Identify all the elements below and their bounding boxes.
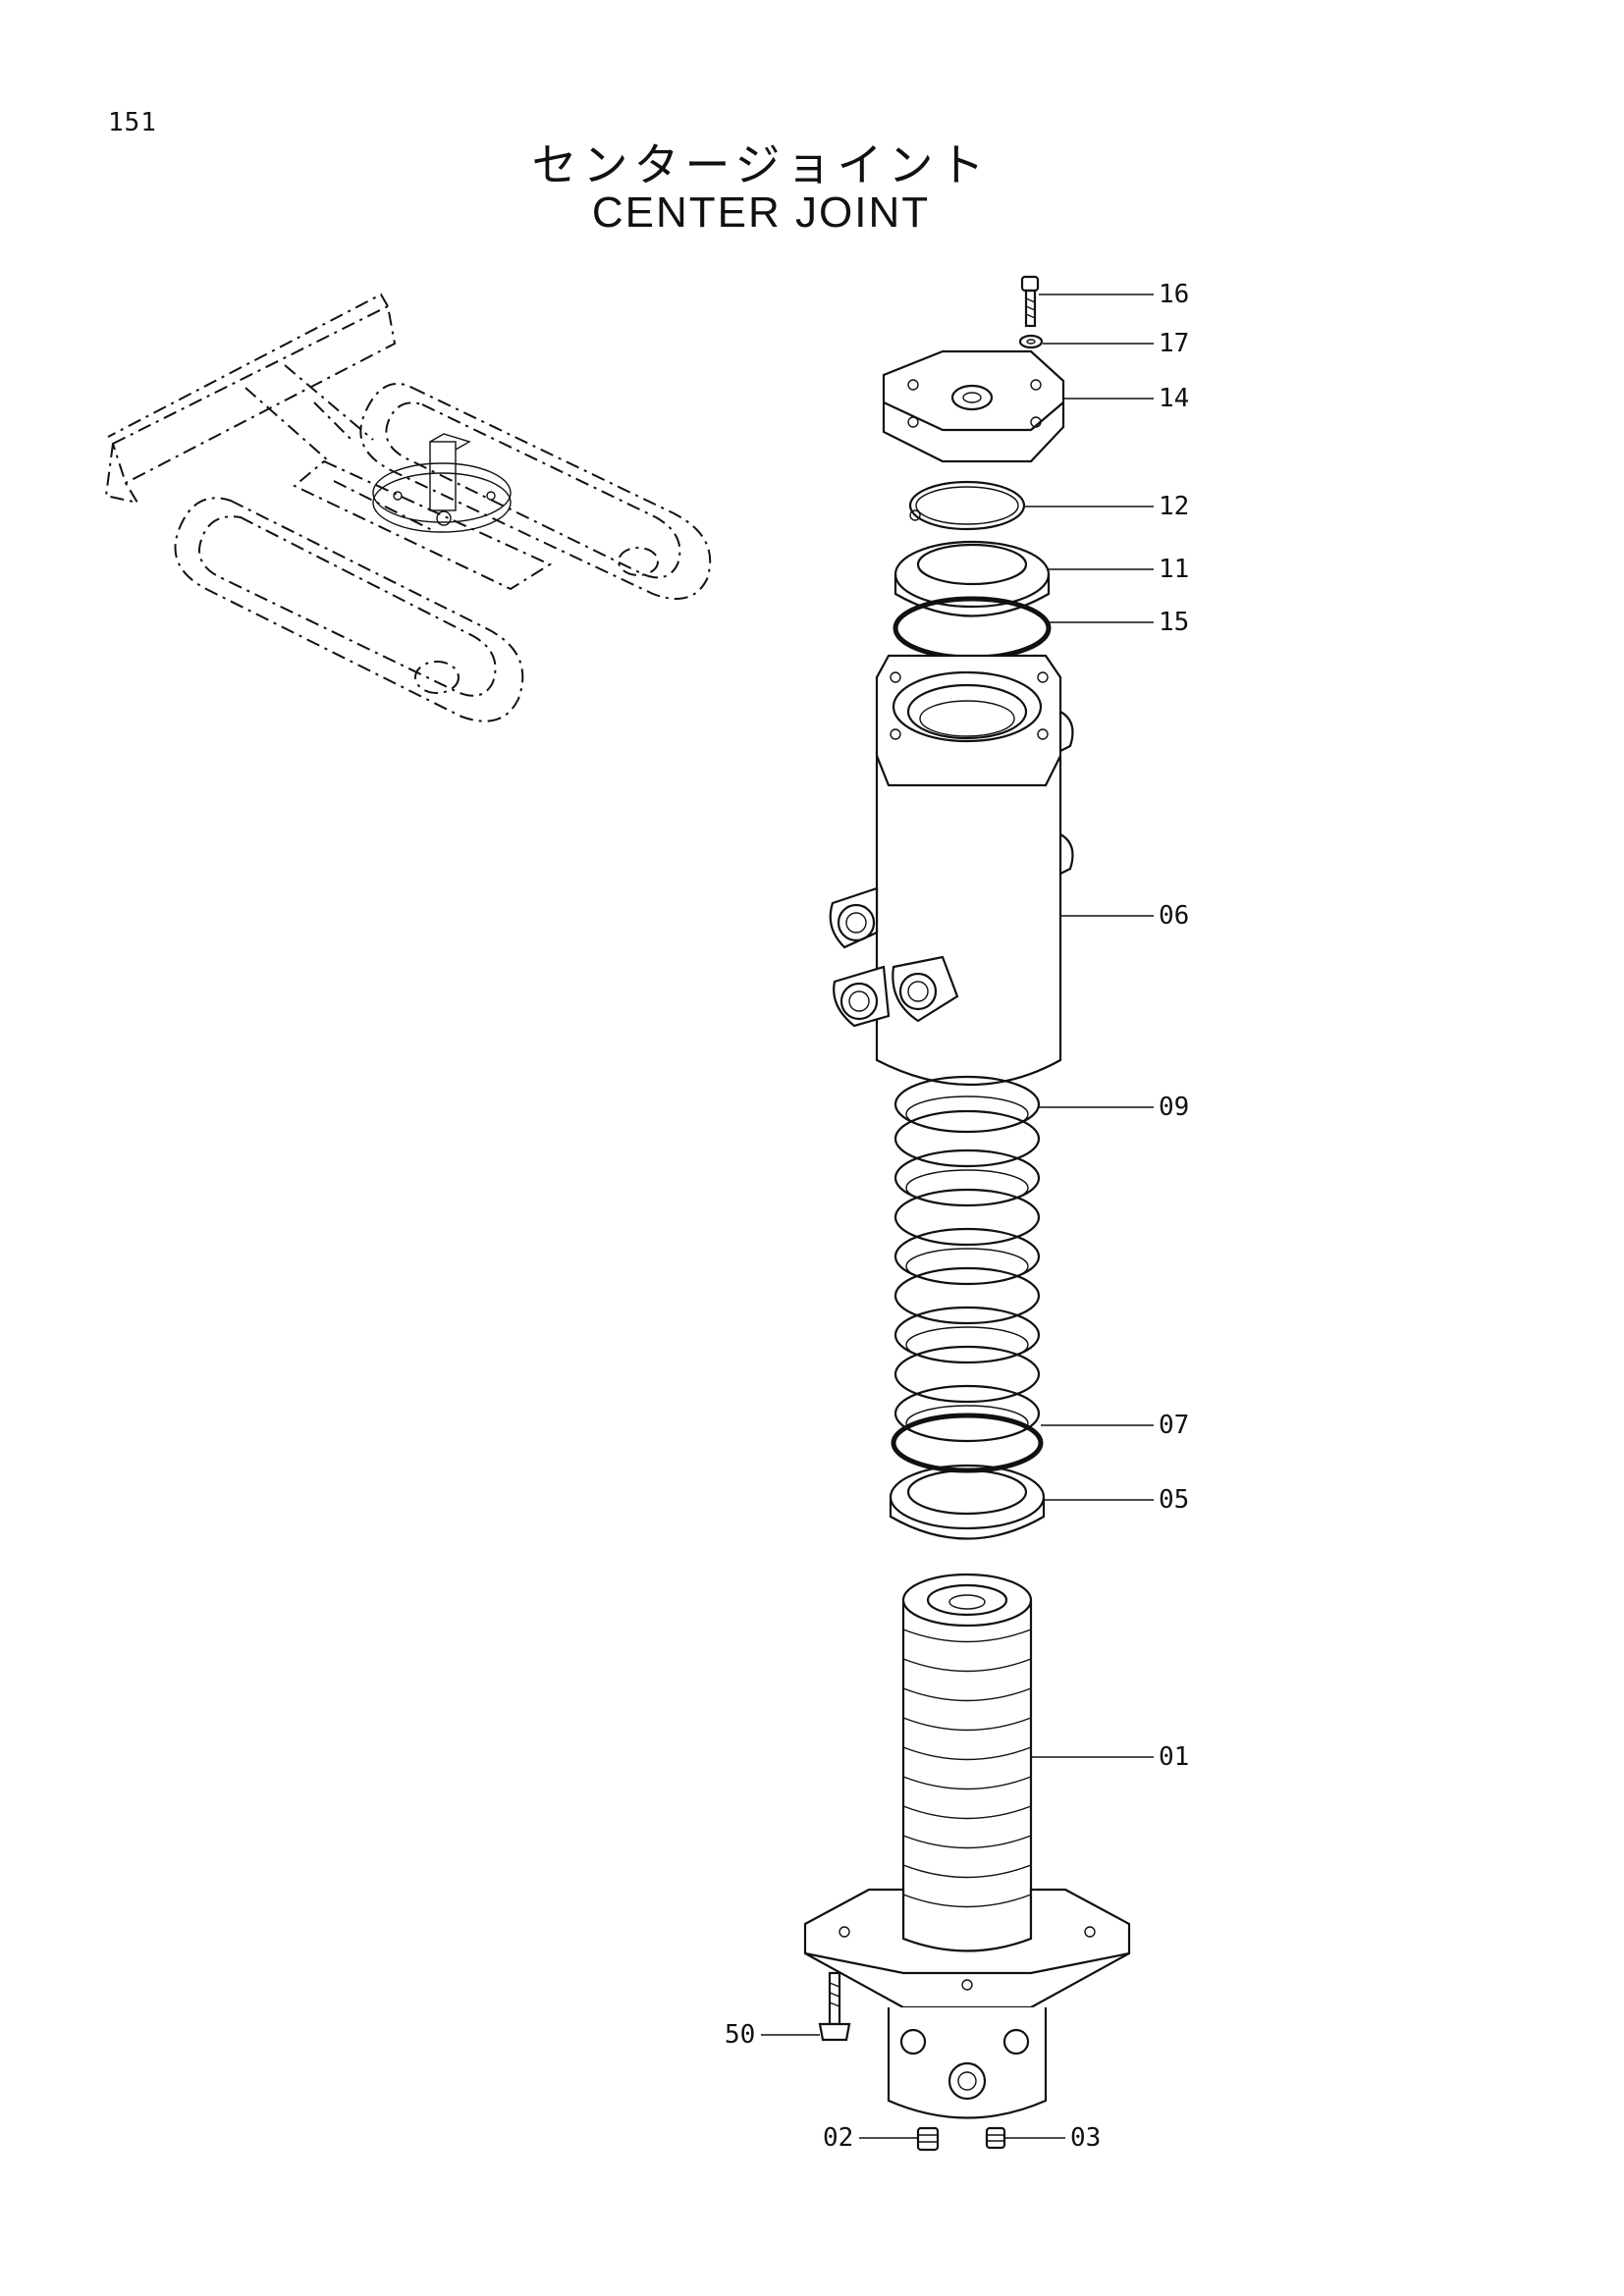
callout-01: 01 xyxy=(1159,1742,1190,1772)
washer-17 xyxy=(1018,334,1044,349)
callout-12: 12 xyxy=(1159,492,1190,521)
snap-ring-12 xyxy=(908,480,1026,531)
shaft-01 xyxy=(803,1573,1131,2119)
title-english: CENTER JOINT xyxy=(591,188,931,237)
bolt-16 xyxy=(1020,275,1040,328)
undercarriage-overview-illustration xyxy=(104,293,712,722)
callout-09: 09 xyxy=(1159,1093,1190,1122)
plug-02 xyxy=(916,2126,940,2152)
plug-03 xyxy=(985,2126,1006,2150)
callout-17: 17 xyxy=(1159,329,1190,358)
page-number: 151 xyxy=(108,108,157,137)
callout-16: 16 xyxy=(1159,280,1190,309)
cover-14 xyxy=(882,349,1065,463)
callout-14: 14 xyxy=(1159,384,1190,413)
body-06 xyxy=(829,654,1074,1086)
leader-lines xyxy=(761,294,1154,2139)
title-japanese: センタージョイント xyxy=(531,138,991,191)
callout-50: 50 xyxy=(725,2020,756,2050)
callout-11: 11 xyxy=(1159,555,1190,584)
callout-06: 06 xyxy=(1159,901,1190,931)
callout-02: 02 xyxy=(823,2123,854,2153)
callout-07: 07 xyxy=(1159,1411,1190,1440)
o-ring-07 xyxy=(891,1413,1044,1473)
callout-15: 15 xyxy=(1159,608,1190,637)
callout-03: 03 xyxy=(1070,2123,1102,2153)
screw-50 xyxy=(818,1971,851,2042)
callout-05: 05 xyxy=(1159,1485,1190,1515)
seal-stack-09 xyxy=(893,1075,1041,1443)
ring-05 xyxy=(889,1464,1046,1540)
ring-11 xyxy=(893,540,1051,617)
